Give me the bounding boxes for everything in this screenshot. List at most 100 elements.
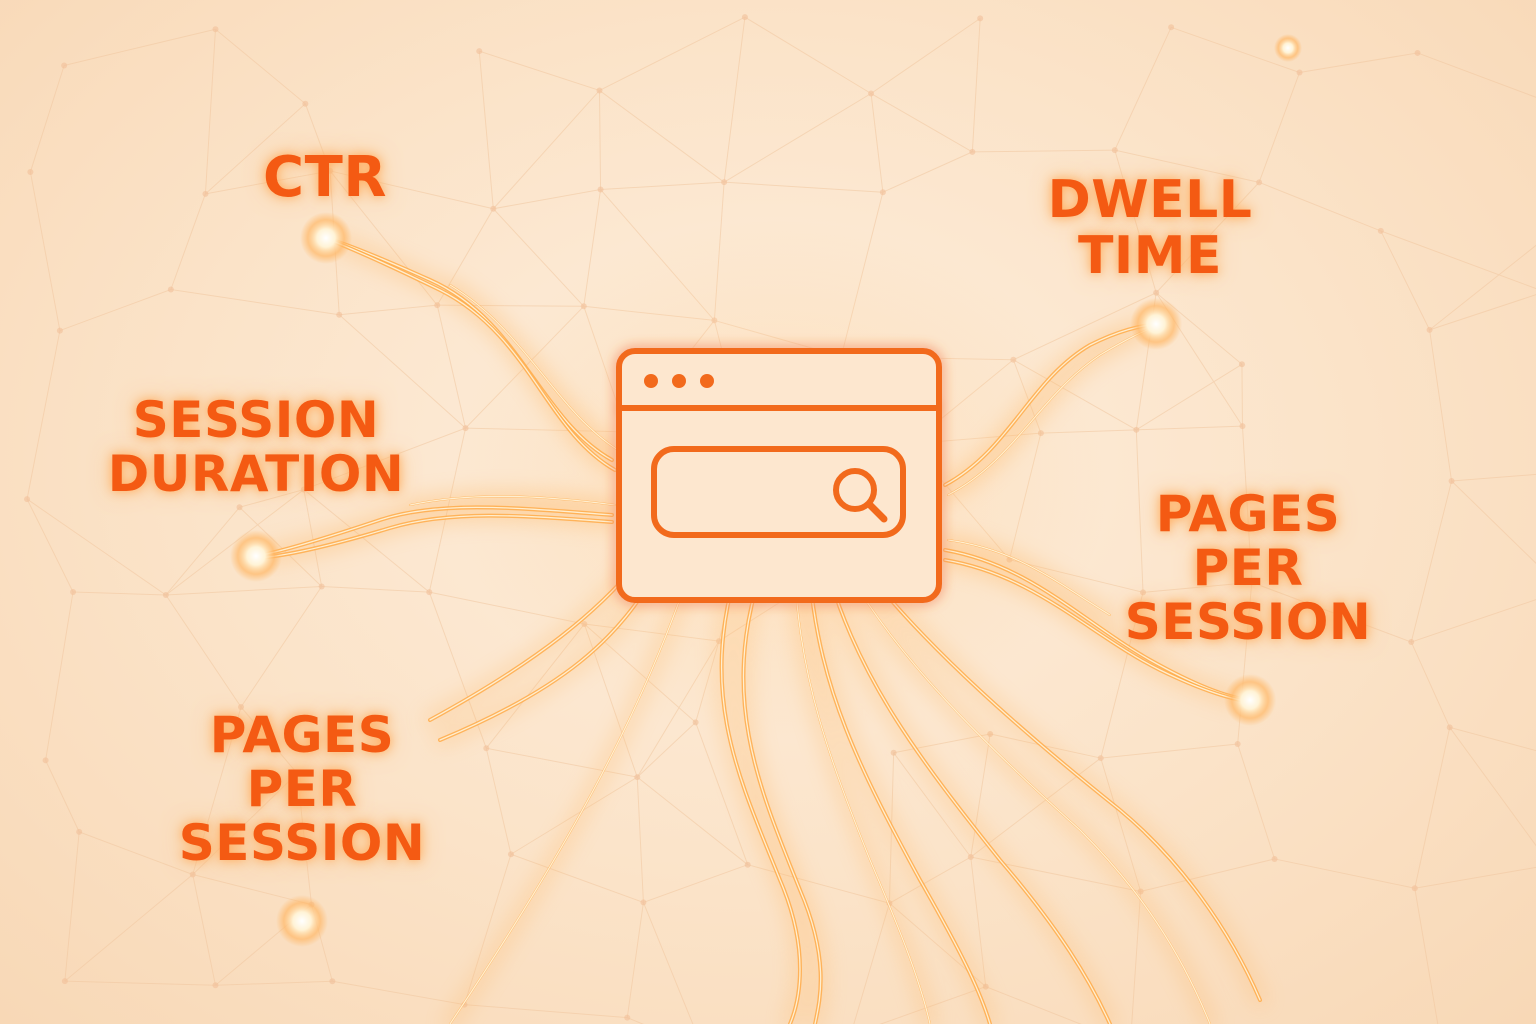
network-node xyxy=(483,745,490,752)
network-node xyxy=(744,861,751,868)
network-node xyxy=(1271,855,1278,862)
network-edge xyxy=(1451,480,1536,564)
flow-line-highlight xyxy=(255,506,613,557)
network-node xyxy=(597,186,604,193)
network-node xyxy=(987,730,994,737)
network-node xyxy=(1377,227,1384,234)
network-node xyxy=(1111,147,1118,154)
network-edge xyxy=(1170,26,1300,73)
network-edge xyxy=(1299,52,1418,74)
network-edge xyxy=(165,506,240,596)
network-edge xyxy=(636,777,644,903)
network-edge xyxy=(744,16,872,94)
network-edge xyxy=(879,986,986,1024)
network-node xyxy=(56,327,63,334)
flow-line-highlight xyxy=(409,495,616,506)
network-node xyxy=(507,851,514,858)
metric-label-line: TIME xyxy=(1077,226,1223,287)
network-node xyxy=(982,983,989,990)
network-edge xyxy=(1380,230,1536,290)
session-duration-endpoint-dot xyxy=(230,530,282,582)
network-node xyxy=(162,591,169,598)
network-node xyxy=(490,205,497,212)
network-edge xyxy=(59,289,172,332)
network-node xyxy=(1448,478,1455,485)
network-node xyxy=(640,899,647,906)
pages-per-session-right-endpoint-dot xyxy=(1224,674,1276,726)
network-edge xyxy=(485,748,512,855)
metric-label-line: PAGES xyxy=(1155,485,1341,543)
sparkle-star xyxy=(1274,34,1302,62)
network-node xyxy=(294,770,301,777)
network-edge xyxy=(329,170,494,210)
network-edge xyxy=(1136,425,1243,431)
network-edge xyxy=(64,874,194,982)
ctr-endpoint-dot xyxy=(300,212,352,264)
network-edge xyxy=(1449,727,1536,847)
network-node xyxy=(61,978,68,985)
network-edge xyxy=(1258,181,1382,232)
network-edge xyxy=(192,874,216,986)
dwell-time-endpoint-dot xyxy=(1130,298,1182,350)
network-node xyxy=(596,87,603,94)
network-edge xyxy=(695,722,749,865)
network-edge xyxy=(339,304,438,316)
flow-line-highlight xyxy=(720,574,801,1024)
network-edge xyxy=(29,65,65,173)
network-edge xyxy=(723,93,872,183)
network-edge xyxy=(1142,581,1252,593)
flow-line-highlight xyxy=(325,237,613,461)
network-edge xyxy=(170,193,206,290)
network-edge xyxy=(304,103,331,172)
magnifier-icon xyxy=(833,468,877,512)
window-dot-icon xyxy=(672,374,686,388)
metric-label-line: CTR xyxy=(263,145,387,210)
network-edge xyxy=(636,776,749,866)
network-edge xyxy=(1410,641,1451,728)
network-edge xyxy=(985,986,1082,1024)
network-node xyxy=(741,14,748,21)
network-node xyxy=(236,504,243,511)
network-node xyxy=(634,774,641,781)
network-edge xyxy=(870,93,884,193)
network-edge xyxy=(64,980,216,986)
flow-line-highlight xyxy=(257,514,613,559)
flow-line-highlight xyxy=(869,574,1261,1001)
flow-line-highlight xyxy=(449,569,691,1024)
network-edge xyxy=(29,171,61,331)
network-edge xyxy=(1414,866,1536,889)
network-edge xyxy=(215,980,333,986)
network-node xyxy=(76,828,83,835)
network-edge xyxy=(1411,599,1536,643)
network-edge xyxy=(45,760,80,833)
network-edge xyxy=(1135,429,1144,593)
network-edge xyxy=(170,289,340,316)
network-edge xyxy=(1451,473,1536,482)
network-edge xyxy=(853,903,890,1024)
flow-line-highlight xyxy=(794,574,931,1024)
network-edge xyxy=(332,980,465,1006)
network-node xyxy=(868,90,875,97)
search-bar xyxy=(651,446,906,538)
network-edge xyxy=(1114,149,1260,183)
network-edge xyxy=(1414,727,1451,889)
flow-line-highlight xyxy=(329,239,616,471)
network-node xyxy=(434,302,441,309)
network-edge xyxy=(1136,363,1243,431)
network-node xyxy=(238,704,245,711)
metric-label-line: PAGES xyxy=(209,706,395,764)
network-edge xyxy=(1429,294,1536,331)
metric-label-line: DWELL xyxy=(1047,170,1253,230)
network-edge xyxy=(215,28,306,105)
network-edge xyxy=(1410,480,1453,643)
network-edge xyxy=(205,170,331,195)
network-edge xyxy=(1237,743,1276,860)
metric-label-dwell-time: DWELL TIME xyxy=(1030,172,1270,284)
network-edge xyxy=(1251,581,1412,643)
network-edge xyxy=(1155,182,1260,294)
network-edge xyxy=(296,773,312,905)
network-edge xyxy=(642,902,694,1024)
metric-label-ctr: CTR xyxy=(250,145,400,210)
network-edge xyxy=(303,427,466,491)
network-edge xyxy=(78,831,193,875)
